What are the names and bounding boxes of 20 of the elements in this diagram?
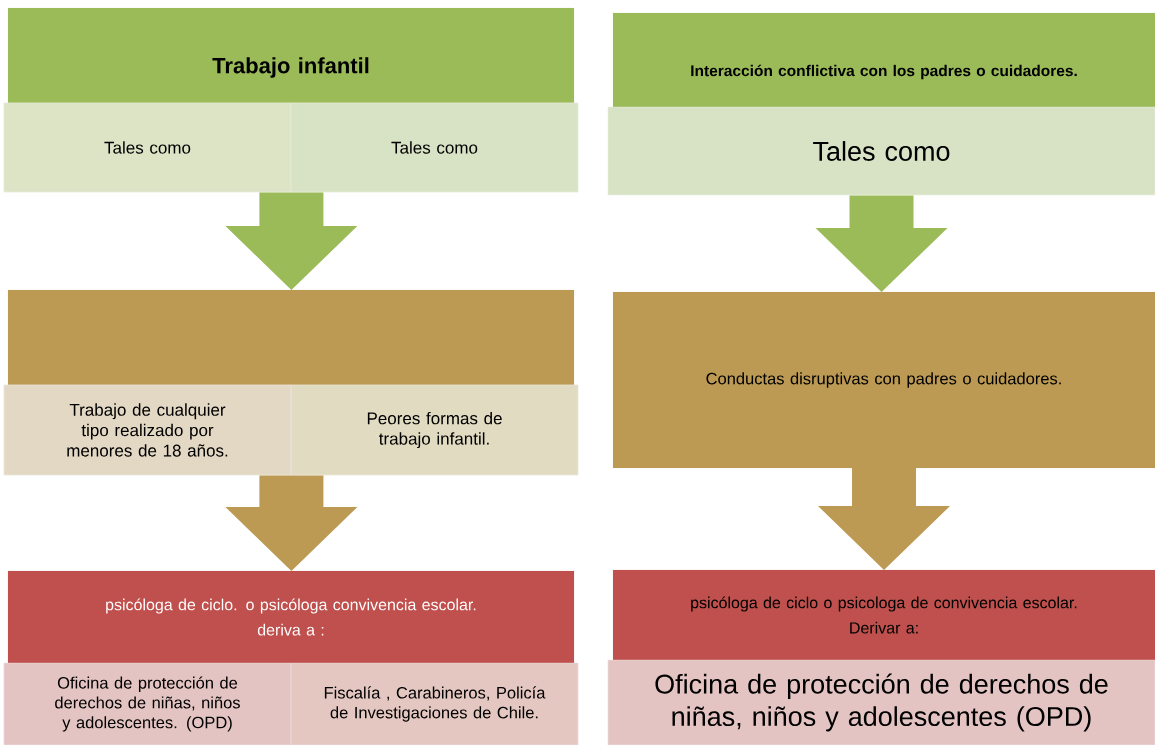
block-arrow <box>225 475 358 571</box>
option-box: Tales como <box>607 106 1155 196</box>
referral-band: psicóloga de ciclo. o psicóloga convivencia escolar. deriva a : <box>7 570 575 664</box>
category-band: Conductas disruptivas con padres o cuidadores. <box>612 291 1155 469</box>
header-band: Interacción conflictiva con los padres o cuidadores. <box>612 12 1155 108</box>
block-arrow <box>815 195 948 292</box>
block-arrow <box>818 468 950 570</box>
referral-box: Oficina de protección de derechos de niñas, niños y adolescentes. (OPD) <box>3 662 292 745</box>
referral-box: Fiscalía , Carabineros, Policía de Investigaciones de Chile. <box>290 662 579 745</box>
node-label: Fiscalía , Carabineros, Policía de Investigaciones de Chile. <box>324 686 546 722</box>
option-box: Tales como <box>290 102 579 193</box>
referral-band: psicóloga de ciclo o psicologa de convivencia escolar. Derivar a: <box>612 569 1155 661</box>
referral-box: Oficina de protección de derechos de niñas, niños y adolescentes (OPD) <box>607 659 1155 745</box>
node-label: Oficina de protección de derechos de niñas, niños y adolescentes. (OPD) <box>55 676 240 732</box>
option-box: Tales como <box>3 102 292 193</box>
category-band <box>7 289 575 386</box>
description-box: Peores formas de trabajo infantil. <box>290 384 579 476</box>
description-box: Trabajo de cualquier tipo realizado por menores de 18 años. <box>3 384 292 476</box>
header-band: Trabajo infantil <box>7 7 575 104</box>
block-arrow <box>225 192 358 290</box>
